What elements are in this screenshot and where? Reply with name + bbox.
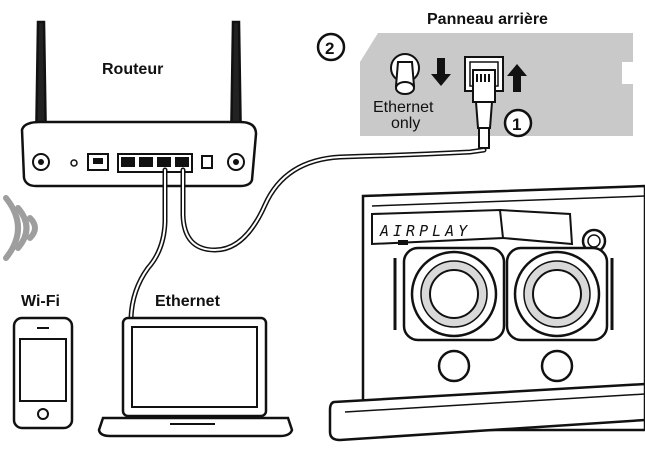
speaker-display-text: AIRPLAY — [379, 222, 471, 240]
rear-panel-label: Panneau arrière — [427, 11, 548, 28]
svg-text:2: 2 — [325, 39, 334, 58]
ethernet-only-label-line2: only — [391, 115, 420, 132]
ethernet-label: Ethernet — [155, 293, 221, 310]
router-power-port — [201, 155, 213, 169]
step-1-marker: 1 — [503, 108, 533, 138]
ethernet-only-label-line1: Ethernet — [373, 99, 434, 116]
wifi-waves-icon — [3, 195, 38, 261]
router-led — [70, 159, 78, 167]
router — [20, 20, 258, 188]
arrow-up-icon — [507, 64, 527, 92]
smartphone — [12, 316, 74, 430]
airplay-speaker: AIRPLAY — [328, 184, 645, 442]
ethernet-only-switch[interactable] — [390, 53, 420, 95]
svg-text:1: 1 — [512, 115, 521, 134]
router-lan-ports — [117, 153, 193, 173]
speaker-driver-right — [505, 246, 609, 342]
step-2-marker: 2 — [316, 32, 346, 62]
arrow-down-icon — [431, 58, 451, 86]
wifi-label: Wi-Fi — [21, 293, 60, 310]
router-label: Routeur — [102, 61, 163, 78]
speaker-driver-left — [402, 246, 506, 342]
ethernet-plug — [472, 69, 496, 149]
laptop — [97, 316, 294, 438]
